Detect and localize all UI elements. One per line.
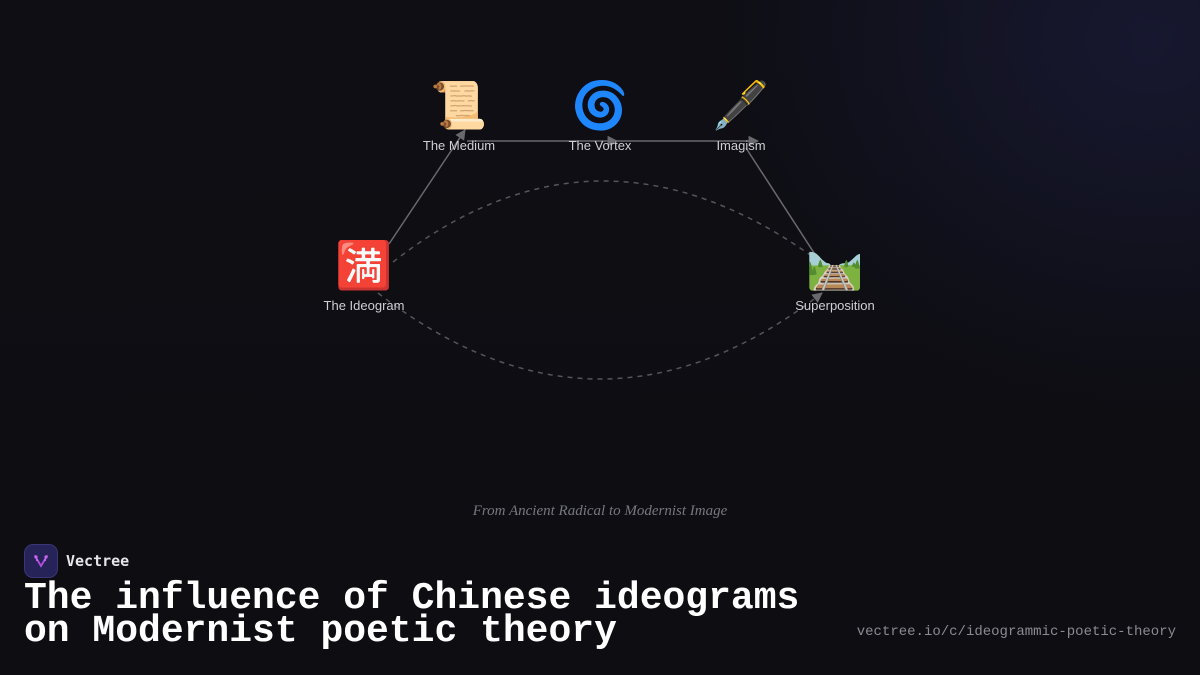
edge-dashed-upper xyxy=(392,180,821,263)
railway-track-icon: 🛤️ xyxy=(806,239,864,291)
node-the-ideogram[interactable]: 🈵 The Ideogram xyxy=(294,238,434,313)
node-label: The Medium xyxy=(422,138,496,153)
node-label: Imagism xyxy=(716,138,766,153)
node-imagism[interactable]: 🖋️ Imagism xyxy=(671,78,811,153)
node-label: Superposition xyxy=(795,298,875,313)
node-superposition[interactable]: 🛤️ Superposition xyxy=(765,238,905,313)
diagram-caption: From Ancient Radical to Modernist Image xyxy=(472,503,728,519)
edge-imagism-superposition xyxy=(745,147,819,260)
fountain-pen-icon: 🖋️ xyxy=(712,79,770,131)
edge-ideogram-medium xyxy=(388,129,466,245)
cyclone-icon: 🌀 xyxy=(571,79,629,131)
page-title: The influence of Chinese ideograms on Mo… xyxy=(24,577,800,653)
scroll-icon: 📜 xyxy=(430,79,488,131)
ideograph-full-icon: 🈵 xyxy=(335,239,393,291)
node-the-vortex[interactable]: 🌀 The Vortex xyxy=(530,78,670,153)
page-url[interactable]: vectree.io/c/ideogrammic-poetic-theory xyxy=(856,624,1176,640)
brand[interactable]: Vectree xyxy=(24,544,129,578)
brand-name: Vectree xyxy=(66,552,130,570)
vectree-logo-icon xyxy=(24,544,58,578)
node-label: The Vortex xyxy=(568,138,632,153)
node-label: The Ideogram xyxy=(323,298,405,313)
edge-dashed-lower xyxy=(377,292,823,380)
node-the-medium[interactable]: 📜 The Medium xyxy=(389,78,529,153)
